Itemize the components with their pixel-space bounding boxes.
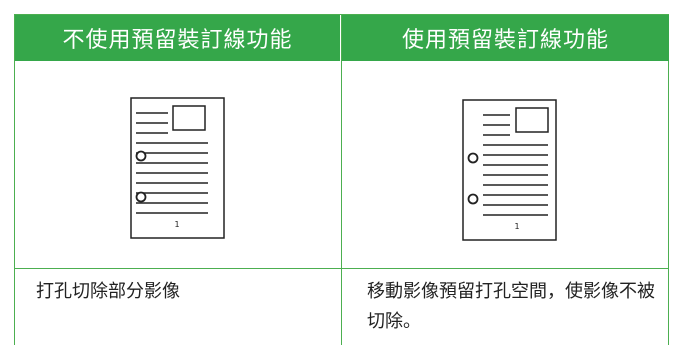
punch-hole-icon <box>135 150 147 162</box>
caption-with-margin: 移動影像預留打孔空間，使影像不被切除。 <box>367 281 655 332</box>
header-without-margin-shift: 不使用預留裝訂線功能 <box>15 15 341 61</box>
page-number: 1 <box>174 220 179 229</box>
illustration-with-margin: 1 <box>342 62 669 268</box>
punch-hole-icon <box>135 191 147 203</box>
caption-without-margin: 打孔切除部分影像 <box>36 281 180 302</box>
page-number: 1 <box>514 222 519 231</box>
illustration-without-margin: 1 <box>15 62 341 268</box>
document-page-icon: 1 <box>462 99 557 241</box>
punch-hole-icon <box>467 193 479 205</box>
punch-hole-icon <box>467 152 479 164</box>
column-divider <box>341 15 342 345</box>
document-page-icon: 1 <box>130 97 225 239</box>
comparison-table: 不使用預留裝訂線功能 使用預留裝訂線功能 1 <box>14 14 669 345</box>
header-with-margin-shift: 使用預留裝訂線功能 <box>342 15 669 61</box>
row-divider <box>15 268 668 269</box>
header-row: 不使用預留裝訂線功能 使用預留裝訂線功能 <box>15 15 669 61</box>
